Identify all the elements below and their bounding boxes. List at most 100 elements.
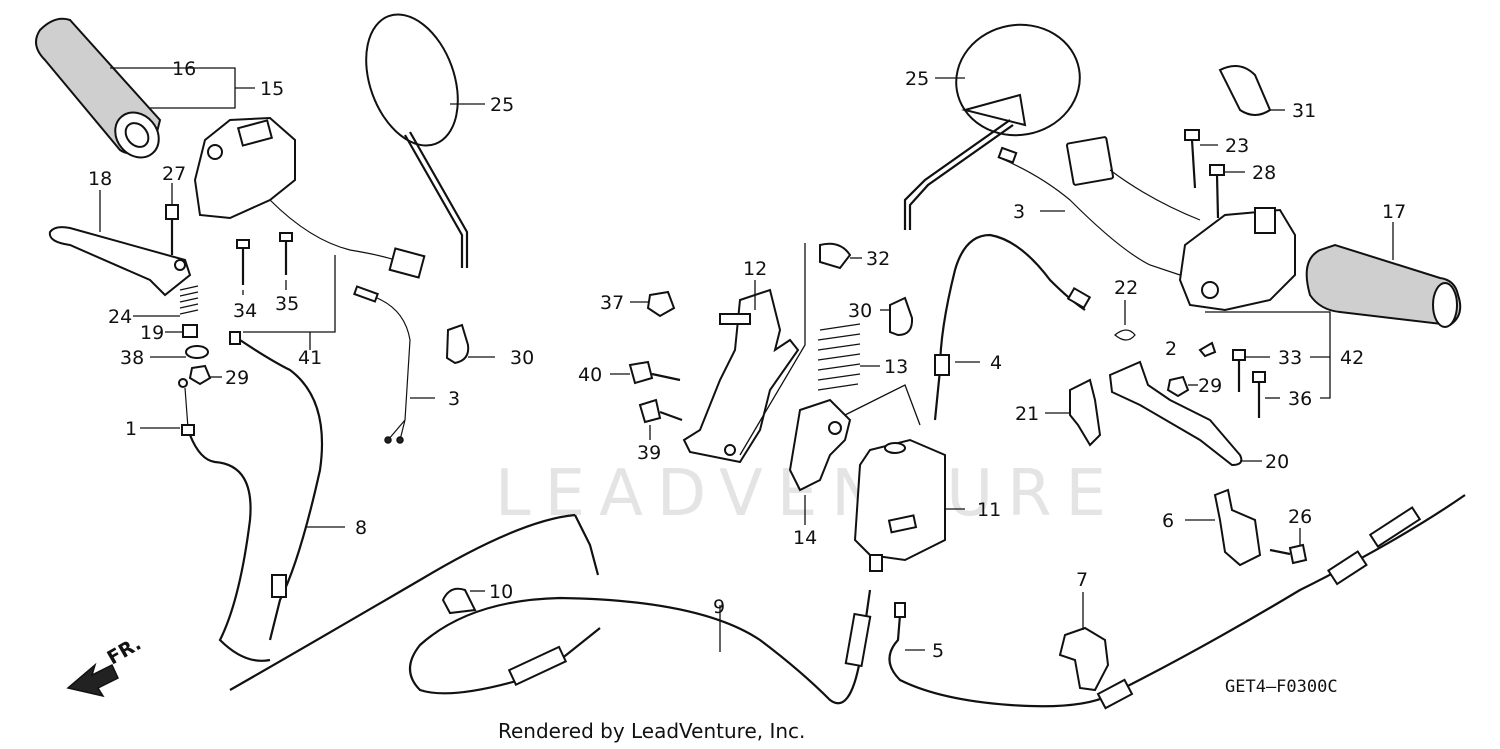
washer-38 [185,345,209,359]
screw-23 [1184,129,1200,189]
callout-3-right: 3 [1013,201,1025,223]
callout-7: 7 [1076,569,1088,591]
callout-4: 4 [990,352,1002,374]
leader-42 [1205,311,1331,399]
callout-19: 19 [140,322,164,344]
right-grip [1305,243,1462,328]
left-lever [48,226,192,297]
connector-right [1065,136,1201,221]
callout-5: 5 [932,640,944,662]
callout-28: 28 [1252,162,1276,184]
leader-32 [739,243,806,456]
callout-37: 37 [600,292,624,314]
callout-41: 41 [298,347,322,369]
callout-33: 33 [1278,347,1302,369]
callout-29-right: 29 [1198,375,1222,397]
callout-40: 40 [578,364,602,386]
spring-13 [817,323,861,391]
callout-22: 22 [1114,277,1138,299]
callout-12: 12 [743,258,767,280]
cap-30-middle [889,296,914,337]
callout-13: 13 [884,356,908,378]
render-credit: Rendered by LeadVenture, Inc. [498,719,805,743]
right-mirror [903,23,1081,230]
right-switch-housing [1178,207,1296,312]
spring-24 [179,285,199,315]
front-direction-arrow [66,662,119,698]
cable-1 [178,378,271,662]
callout-25-left: 25 [490,94,514,116]
callout-14: 14 [793,527,817,549]
leader-41 [243,255,336,333]
callout-2: 2 [1165,338,1177,360]
callout-26: 26 [1288,506,1312,528]
callouts: 16 15 25 25 31 23 28 17 18 27 24 19 38 2… [88,58,1406,662]
bolt-40 [628,360,681,385]
callout-23: 23 [1225,135,1249,157]
cable-9 [408,589,872,705]
diagram-reference-code: GET4—F0300C [1225,677,1338,697]
callout-17: 17 [1382,201,1406,223]
bolt-12 [719,313,751,325]
nut-37 [646,290,676,318]
bolt-39 [638,398,683,424]
bracket-7 [1058,626,1110,692]
bolt-27 [165,204,179,255]
leader-14 [844,384,921,426]
band-31 [1218,65,1272,116]
right-lever [1108,360,1243,467]
callout-42: 42 [1340,347,1364,369]
callout-38: 38 [120,347,144,369]
bracket-21 [1069,378,1102,447]
callout-36: 36 [1288,388,1312,410]
callout-1: 1 [125,418,137,440]
callout-29-left: 29 [225,367,249,389]
direction-label: FR. [104,633,145,670]
switch-unit-11 [853,438,946,572]
callout-27: 27 [162,163,186,185]
clip-32 [819,242,852,270]
collar-19 [182,324,198,338]
callout-9: 9 [713,596,725,618]
callout-6: 6 [1162,510,1174,532]
cable-upper [229,513,576,691]
bolt-26 [1269,543,1308,565]
nut-29-right [1166,375,1190,398]
bracket-12 [682,288,800,464]
cable-8 [229,331,324,641]
cable-4 [933,233,1092,421]
callout-20: 20 [1265,451,1289,473]
clip-2 [1198,341,1217,358]
wire-harness-3-left [353,285,411,444]
callout-15: 15 [260,78,284,100]
callout-39: 39 [637,442,661,464]
nut-29 [188,364,212,386]
callout-24: 24 [108,306,132,328]
cap-30-left [445,323,470,365]
callout-18: 18 [88,168,112,190]
callout-32: 32 [866,248,890,270]
left-switch-housing [193,116,426,279]
clamp-10 [441,587,477,615]
callout-8: 8 [355,517,367,539]
callout-35: 35 [275,293,299,315]
callout-30-middle: 30 [848,300,872,322]
screw-28 [1209,164,1225,219]
callout-16: 16 [172,58,196,80]
left-grip [35,17,162,159]
cable-5 [888,494,1466,710]
bracket-6 [1213,488,1262,567]
left-mirror [365,13,469,268]
screws-34-35 [236,232,293,285]
callout-31: 31 [1292,100,1316,122]
wire-harness-3-right [997,146,1181,276]
clip-22 [1114,329,1136,341]
callout-11: 11 [977,499,1001,521]
callout-3-left: 3 [448,388,460,410]
callout-30-left: 30 [510,347,534,369]
cable-upper-end [574,514,600,576]
latch-14 [788,398,852,492]
callout-25-right: 25 [905,68,929,90]
callout-21: 21 [1015,403,1039,425]
